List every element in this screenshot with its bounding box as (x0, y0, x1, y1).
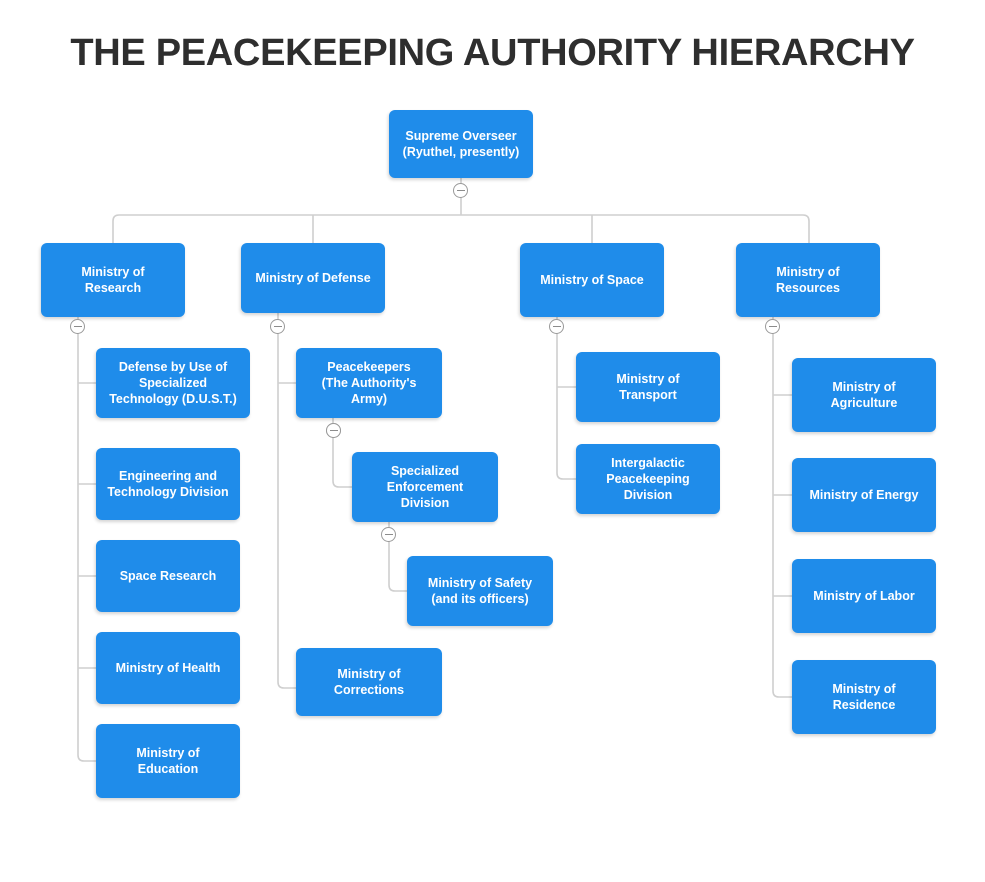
org-node-label: Space Research (119, 569, 217, 583)
org-node-label: Specialized Enforcement Division (386, 464, 464, 510)
org-node[interactable]: Peacekeepers (The Authority's Army) (296, 348, 442, 418)
org-node-label: Ministry of Space (540, 273, 644, 287)
collapse-toggle-icon[interactable] (270, 319, 285, 334)
org-node-label: Ministry of Education (136, 746, 200, 776)
collapse-toggle-icon[interactable] (549, 319, 564, 334)
org-node[interactable]: Ministry of Research (41, 243, 185, 317)
org-node[interactable]: Ministry of Safety (and its officers) (407, 556, 553, 626)
org-node-label: Ministry of Resources (776, 265, 840, 295)
org-node[interactable]: Ministry of Space (520, 243, 664, 317)
org-node-label: Peacekeepers (The Authority's Army) (321, 360, 417, 406)
org-node[interactable]: Ministry of Transport (576, 352, 720, 422)
org-node-label: Ministry of Labor (813, 589, 915, 603)
org-node-label: Ministry of Corrections (333, 667, 405, 697)
org-node[interactable]: Ministry of Education (96, 724, 240, 798)
org-node[interactable]: Engineering and Technology Division (96, 448, 240, 520)
org-node-label: Supreme Overseer (Ryuthel, presently) (402, 129, 520, 159)
org-node[interactable]: Ministry of Energy (792, 458, 936, 532)
org-node[interactable]: Defense by Use of Specialized Technology… (96, 348, 250, 418)
org-node[interactable]: Intergalactic Peacekeeping Division (576, 444, 720, 514)
org-node-label: Ministry of Energy (809, 488, 919, 502)
collapse-toggle-icon[interactable] (381, 527, 396, 542)
org-node-label: Intergalactic Peacekeeping Division (606, 456, 690, 502)
org-node[interactable]: Ministry of Agriculture (792, 358, 936, 432)
org-node-label: Ministry of Safety (and its officers) (427, 576, 533, 606)
org-node[interactable]: Ministry of Labor (792, 559, 936, 633)
collapse-toggle-icon[interactable] (70, 319, 85, 334)
org-node[interactable]: Ministry of Corrections (296, 648, 442, 716)
org-node[interactable]: Ministry of Resources (736, 243, 880, 317)
org-node[interactable]: Space Research (96, 540, 240, 612)
org-node-label: Ministry of Agriculture (830, 380, 898, 410)
org-node[interactable]: Supreme Overseer (Ryuthel, presently) (389, 110, 533, 178)
org-node-label: Ministry of Residence (832, 682, 896, 712)
collapse-toggle-icon[interactable] (326, 423, 341, 438)
org-node[interactable]: Ministry of Health (96, 632, 240, 704)
org-node-label: Ministry of Transport (616, 372, 680, 402)
collapse-toggle-icon[interactable] (765, 319, 780, 334)
org-node[interactable]: Ministry of Defense (241, 243, 385, 313)
org-node-label: Ministry of Defense (255, 271, 371, 285)
org-node-label: Engineering and Technology Division (107, 469, 229, 499)
org-node-label: Defense by Use of Specialized Technology… (109, 360, 237, 406)
org-node-label: Ministry of Research (81, 265, 145, 295)
org-node[interactable]: Specialized Enforcement Division (352, 452, 498, 522)
page-title: THE PEACEKEEPING AUTHORITY HIERARCHY (70, 32, 915, 74)
org-node-label: Ministry of Health (115, 661, 221, 675)
org-node[interactable]: Ministry of Residence (792, 660, 936, 734)
collapse-toggle-icon[interactable] (453, 183, 468, 198)
